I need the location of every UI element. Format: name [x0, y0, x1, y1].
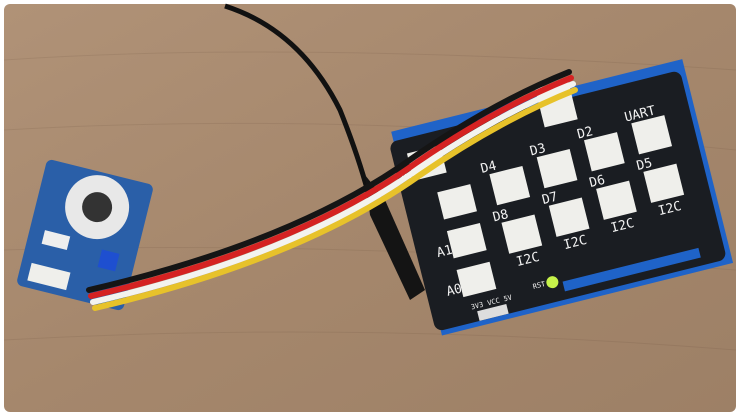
buzzer-module: [17, 159, 153, 311]
cable-plug: [365, 175, 425, 300]
label-d8: D8: [491, 207, 510, 225]
label-uart: UART: [623, 103, 657, 125]
power-led: [546, 276, 559, 289]
grove-connector: [27, 262, 71, 291]
label-a1: A1: [435, 243, 454, 261]
label-rst: RST: [532, 280, 547, 291]
label-i2c: I2C: [609, 216, 635, 236]
power-switch: [477, 303, 509, 321]
label-d6: D6: [588, 173, 607, 191]
label-d4: D4: [479, 158, 498, 176]
label-d7: D7: [541, 190, 560, 208]
power-cable: [224, 3, 373, 201]
label-i2c: I2C: [657, 199, 683, 219]
label-d5: D5: [635, 156, 654, 174]
potentiometer: [97, 249, 120, 272]
label-a0: A0: [445, 281, 464, 299]
label-i2c: I2C: [515, 250, 541, 270]
label-d2: D2: [576, 124, 595, 142]
grove-ribbon-cable: [86, 69, 578, 311]
label-i2c: I2C: [562, 233, 588, 253]
label-d3: D3: [528, 141, 547, 159]
